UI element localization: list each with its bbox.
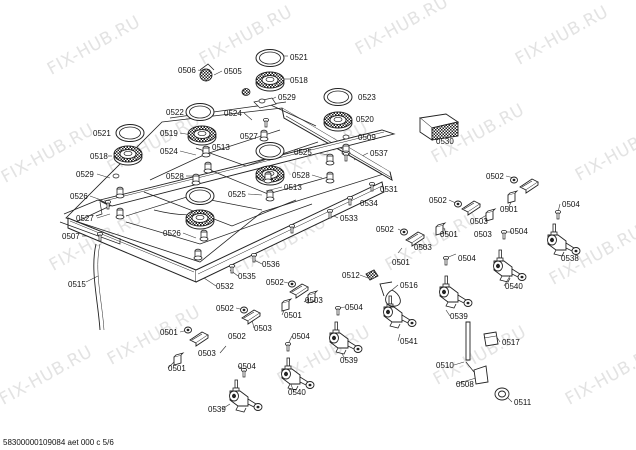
- part-label: 0517: [502, 338, 520, 347]
- part-label: 0510: [436, 361, 454, 370]
- part-label: 0507: [62, 232, 80, 241]
- part-label: 0525: [294, 148, 312, 157]
- part-label: 0501: [440, 230, 458, 239]
- part-label: 0502: [429, 196, 447, 205]
- part-label: 0502: [228, 332, 246, 341]
- part-label: 0504: [562, 200, 580, 209]
- part-label: 0524: [224, 109, 242, 118]
- part-label: 0501: [160, 328, 178, 337]
- document-footer: 58300000109084 aet 000 c 5/6: [3, 438, 114, 447]
- part-label: 0508: [456, 380, 474, 389]
- part-label: 0532: [216, 282, 234, 291]
- part-label: 0518: [290, 76, 308, 85]
- part-label: 0525: [228, 190, 246, 199]
- part-label: 0503: [198, 349, 216, 358]
- part-label: 0522: [166, 108, 184, 117]
- part-label: 0502: [486, 172, 504, 181]
- part-label: 0540: [505, 282, 523, 291]
- part-label: 0526: [163, 229, 181, 238]
- part-label: 0523: [358, 93, 376, 102]
- part-label: 0504: [510, 227, 528, 236]
- part-label: 0536: [262, 260, 280, 269]
- part-label: 0539: [450, 312, 468, 321]
- part-label: 0518: [90, 152, 108, 161]
- part-label: 0504: [458, 254, 476, 263]
- part-label: 0530: [436, 137, 454, 146]
- part-label: 0512: [342, 271, 360, 280]
- part-label: 0502: [266, 278, 284, 287]
- part-label: 0538: [561, 254, 579, 263]
- part-label: 0529: [278, 93, 296, 102]
- part-label: 0534: [360, 199, 378, 208]
- part-label: 0513: [284, 183, 302, 192]
- part-label: 0504: [238, 362, 256, 371]
- part-label: 0535: [238, 272, 256, 281]
- part-label: 0539: [340, 356, 358, 365]
- part-label: 0501: [392, 258, 410, 267]
- part-label: 0501: [284, 311, 302, 320]
- part-label: 0533: [340, 214, 358, 223]
- part-label: 0526: [70, 192, 88, 201]
- part-label: 0504: [345, 303, 363, 312]
- part-label: 0511: [514, 398, 532, 407]
- ignition-module: [418, 113, 460, 141]
- part-label: 0513: [212, 143, 230, 152]
- part-label: 0503: [470, 217, 488, 226]
- part-label: 0503: [414, 243, 432, 252]
- misc-parts: [365, 269, 510, 401]
- valves-and-clips: [173, 176, 581, 413]
- part-label: 0541: [400, 337, 418, 346]
- part-label: 0521: [290, 53, 308, 62]
- part-label: 0502: [376, 225, 394, 234]
- part-label: 0539: [208, 405, 226, 414]
- part-label: 0509: [358, 133, 376, 142]
- part-label: 0537: [370, 149, 388, 158]
- part-label: 0501: [500, 205, 518, 214]
- part-label: 0506: [178, 66, 196, 75]
- part-label: 0528: [166, 172, 184, 181]
- part-label: 0503: [305, 296, 323, 305]
- part-label: 0520: [356, 115, 374, 124]
- hob-frame: [59, 97, 396, 331]
- part-label: 0540: [288, 388, 306, 397]
- part-label: 0527: [76, 214, 94, 223]
- part-label: 0504: [292, 332, 310, 341]
- part-label: 0516: [400, 281, 418, 290]
- part-label: 0527: [240, 132, 258, 141]
- part-label: 0501: [168, 364, 186, 373]
- part-label: 0529: [76, 170, 94, 179]
- part-label: 0515: [68, 280, 86, 289]
- part-label: 0503: [474, 230, 492, 239]
- part-label: 0505: [224, 67, 242, 76]
- part-label: 0503: [254, 324, 272, 333]
- part-label: 0528: [292, 171, 310, 180]
- burner-parts: [112, 49, 353, 230]
- part-label: 0502: [216, 304, 234, 313]
- part-label: 0519: [160, 129, 178, 138]
- part-label: 0524: [160, 147, 178, 156]
- part-label: 0531: [380, 185, 398, 194]
- part-label: 0521: [93, 129, 111, 138]
